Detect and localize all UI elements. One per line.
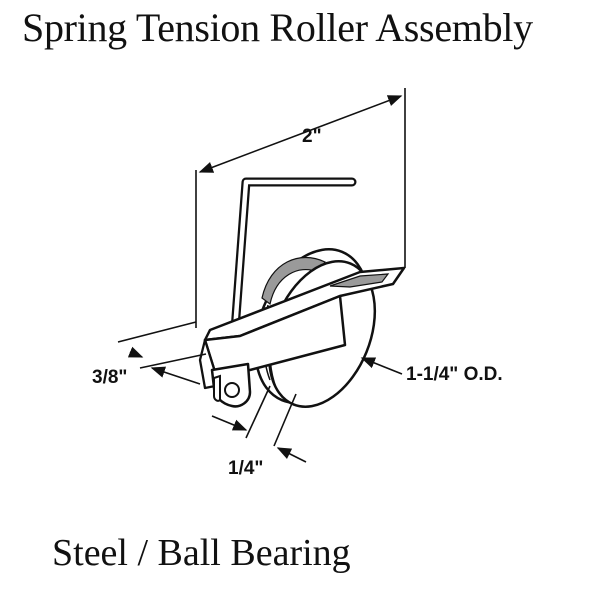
width-dimension: 2": [195, 88, 406, 328]
width-dimension-line: [198, 95, 403, 173]
wheel-diameter-callout: 1-1/4" O.D.: [360, 357, 503, 385]
page-title: Spring Tension Roller Assembly: [22, 5, 533, 50]
wheel-width-arrow-left: [211, 415, 248, 431]
wheel-width-dimension: 1/4": [211, 385, 307, 479]
thickness-arrow-top: [127, 346, 144, 358]
width-label: 2": [302, 126, 322, 147]
material-caption: Steel / Ball Bearing: [52, 532, 351, 574]
mounting-hole: [224, 382, 240, 398]
thickness-extension-top: [117, 321, 197, 343]
wheel-width-extension-left: [245, 385, 271, 439]
thickness-label: 3/8": [92, 367, 127, 388]
roller-frame: [198, 266, 406, 408]
wheel-diameter-label: 1-1/4" O.D.: [406, 364, 503, 385]
spring-wire: [230, 177, 357, 335]
wheel-width-label: 1/4": [228, 458, 263, 479]
thickness-dimension: 3/8": [92, 321, 207, 388]
wheel-width-arrow-right: [276, 447, 307, 463]
thickness-extension-bottom: [139, 353, 207, 369]
wheel-width-extension-right: [273, 393, 297, 447]
thickness-arrow-bottom: [150, 366, 201, 385]
diameter-leader-arrow: [360, 357, 403, 375]
